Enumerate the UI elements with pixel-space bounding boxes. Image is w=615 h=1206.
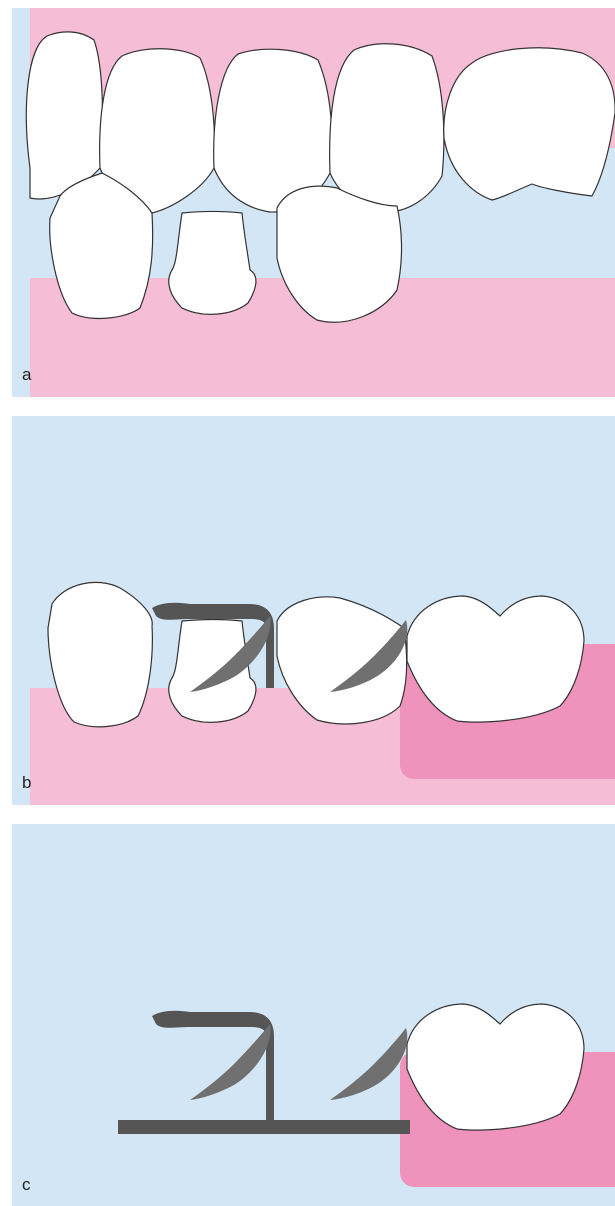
panel-label: a (22, 365, 31, 385)
tooth-abutment (407, 1004, 584, 1130)
panel-b-illustration (12, 416, 615, 805)
major-connector-bar (118, 1120, 410, 1134)
panel-a: a (12, 8, 615, 397)
panel-label: c (22, 1175, 31, 1195)
upper-tooth-1 (26, 32, 102, 199)
tooth-4 (407, 596, 584, 722)
lower-tooth-2 (169, 212, 256, 315)
tooth-2 (169, 620, 256, 723)
panel-b: b (12, 416, 615, 805)
panel-c: c (12, 824, 615, 1206)
panel-label: b (22, 773, 31, 793)
upper-tooth-4 (330, 44, 444, 212)
panel-c-illustration (12, 824, 615, 1206)
tooth-1 (48, 582, 152, 726)
panel-a-illustration (12, 8, 615, 397)
upper-tooth-5 (444, 48, 615, 200)
